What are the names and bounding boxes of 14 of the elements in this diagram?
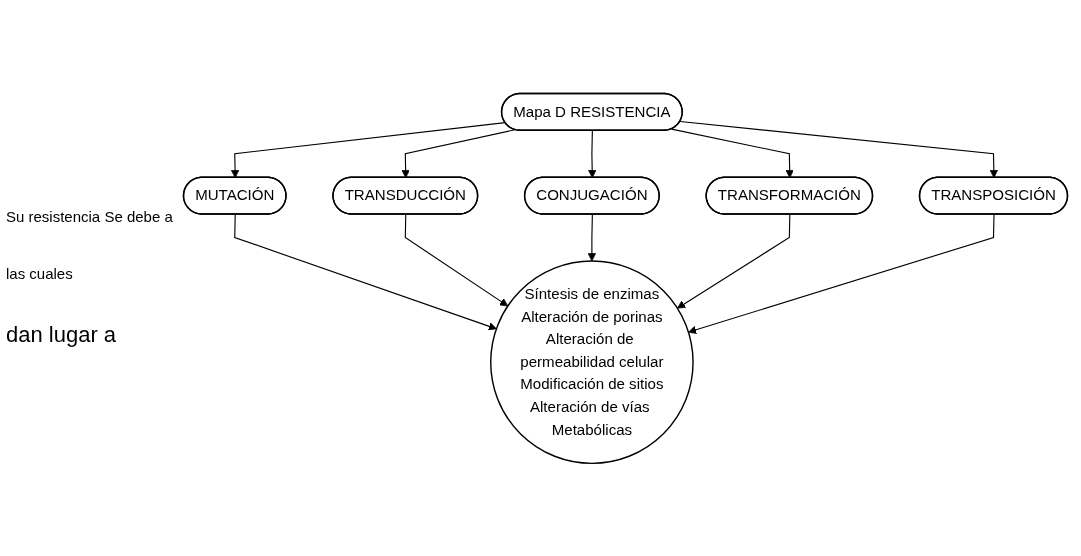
arrow [234, 213, 497, 330]
arrow [671, 128, 794, 178]
arrow [230, 121, 506, 178]
connector-text: las cuales [6, 265, 74, 282]
node-circle: Síntesis de enzimas Alteración de porinas Alteración de permeabilidad celular Modificación de sitios Alteración de vías Metabólicas [490, 259, 694, 464]
arrow [587, 213, 597, 261]
connector-text: Su resistencia Se debe a [6, 208, 174, 225]
connector-text: dan lugar a [6, 322, 118, 348]
arrow [401, 128, 516, 178]
arrow [688, 213, 995, 334]
arrow [679, 120, 998, 178]
arrow [404, 213, 509, 306]
arrow [677, 213, 791, 309]
arrow [588, 129, 597, 178]
